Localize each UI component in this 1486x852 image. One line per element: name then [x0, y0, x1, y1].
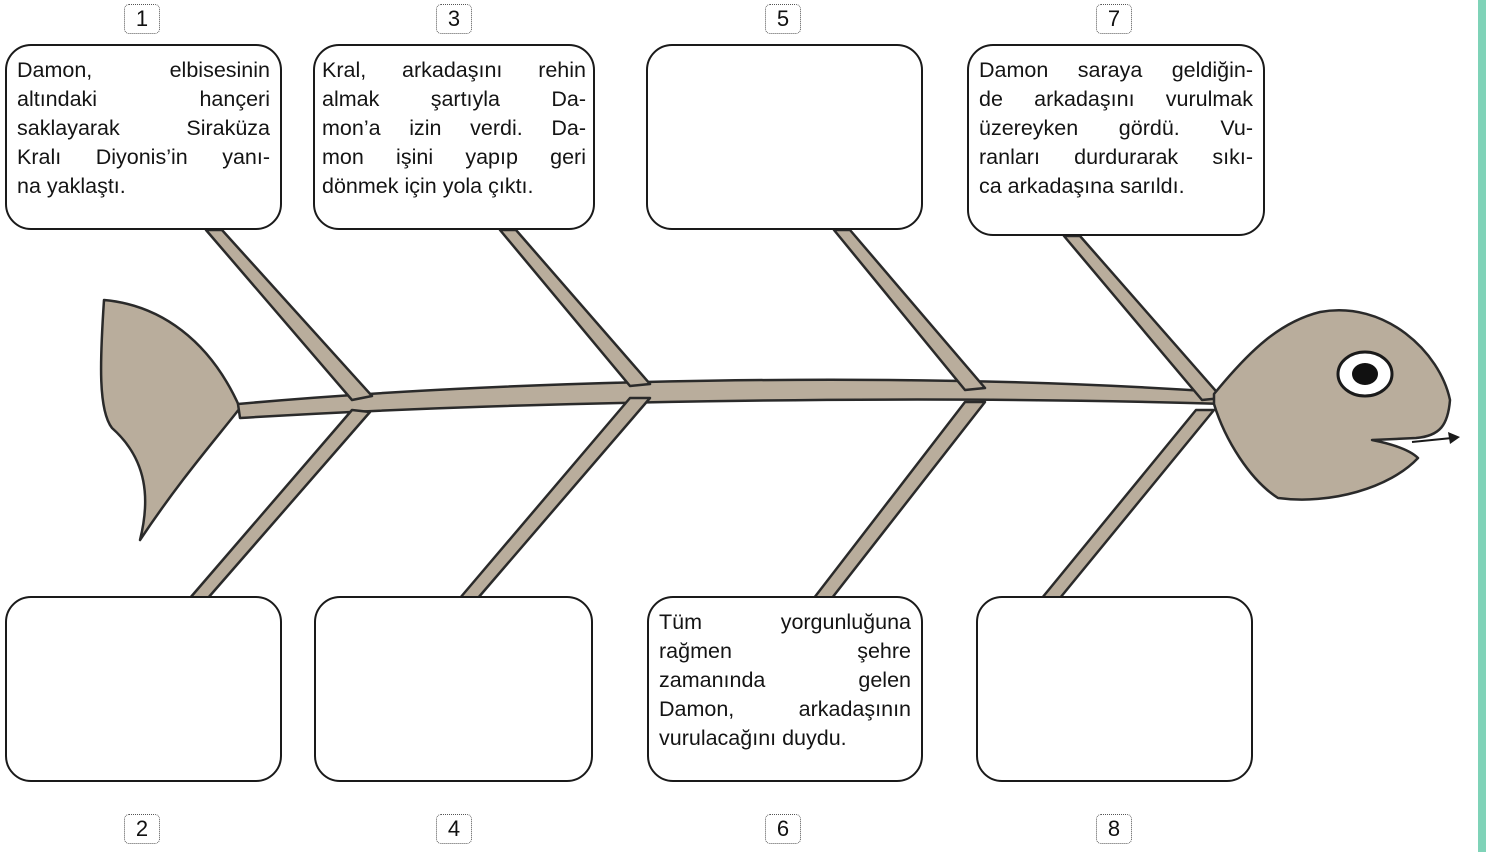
step-number-8: 8: [1096, 814, 1132, 844]
fish-eye-pupil: [1352, 363, 1378, 385]
box1-line-2: altındaki hançeri: [17, 87, 270, 111]
box3-line-5: dönmek için yola çıktı.: [322, 174, 534, 198]
bone-upper-1: [204, 228, 374, 402]
step-number-3: 3: [436, 4, 472, 34]
box7-line-2: de arkadaşını vurulmak: [979, 87, 1253, 111]
bone-lower-4: [458, 396, 652, 600]
box3-line-3: mon’a izin verdi. Da-: [322, 116, 586, 140]
box6-line-5: vurulacağını duydu.: [659, 726, 847, 750]
box7-line-5: ca arkadaşına sarıldı.: [979, 174, 1185, 198]
mouth-arrow-head: [1448, 432, 1460, 444]
box3-line-1: Kral, arkadaşını rehin: [322, 58, 586, 82]
event-box-6: Tüm yorgunluğuna rağmen şehre zamanında …: [647, 596, 923, 782]
bone-upper-5: [832, 228, 987, 392]
step-number-5: 5: [765, 4, 801, 34]
event-box-8-empty: [976, 596, 1253, 782]
event-box-2-empty: [5, 596, 282, 782]
box1-line-4: Kralı Diyonis’in yanı-: [17, 145, 270, 169]
box7-line-1: Damon saraya geldiğin-: [979, 58, 1253, 82]
box6-line-3: zamanında gelen: [659, 668, 911, 692]
step-number-1: 1: [124, 4, 160, 34]
box1-line-1: Damon, elbisesinin: [17, 58, 270, 82]
fish-head: [1212, 309, 1452, 501]
event-box-4-empty: [314, 596, 593, 782]
box3-line-2: almak şartıyla Da-: [322, 87, 586, 111]
box1-line-3: saklayarak Siraküza: [17, 116, 270, 140]
page-accent-bar: [1478, 0, 1486, 852]
box7-line-3: üzereyken gördü. Vu-: [979, 116, 1253, 140]
box3-line-4: mon işini yapıp geri: [322, 145, 586, 169]
event-box-5-empty: [646, 44, 923, 230]
box7-line-4: ranları durdurarak sıkı-: [979, 145, 1253, 169]
fish-tail: [99, 298, 242, 542]
bone-lower-8: [1040, 408, 1216, 600]
bone-upper-7: [1062, 234, 1224, 402]
step-number-6: 6: [765, 814, 801, 844]
box1-line-5: na yaklaştı.: [17, 174, 126, 198]
event-box-7: Damon saraya geldiğin- de arkadaşını vur…: [967, 44, 1265, 236]
box6-line-4: Damon, arkadaşının: [659, 697, 911, 721]
event-box-1: Damon, elbisesinin altındaki hançeri sak…: [5, 44, 282, 230]
box6-line-2: rağmen şehre: [659, 639, 911, 663]
mouth-arrow-line: [1411, 437, 1453, 443]
step-number-7: 7: [1096, 4, 1132, 34]
step-number-4: 4: [436, 814, 472, 844]
event-box-3: Kral, arkadaşını rehin almak şartıyla Da…: [313, 44, 595, 230]
bone-upper-3: [498, 228, 652, 388]
fish-skeleton: [99, 228, 1452, 600]
step-number-2: 2: [124, 814, 160, 844]
fish-spine: [236, 378, 1228, 420]
bone-lower-6: [812, 400, 987, 600]
box6-line-1: Tüm yorgunluğuna: [659, 610, 911, 634]
